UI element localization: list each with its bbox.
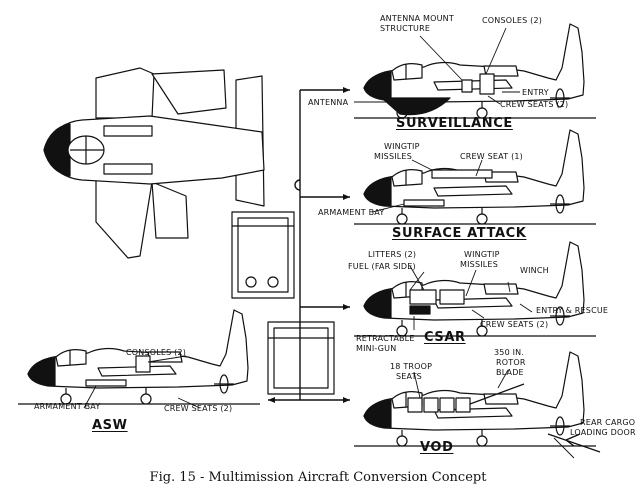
label-wingtip-attack-2: MISSILES [374,152,412,161]
title-asw: ASW [92,418,128,433]
figure-caption: Fig. 15 - Multimission Aircraft Conversi… [149,470,487,485]
label-wingtip-csar-1: WINGTIP [464,250,500,259]
label-armament-bay-attack: ARMAMENT BAY [318,208,385,217]
label-crew-seats-csar: CREW SEATS (2) [480,320,549,329]
aircraft-vod [353,351,600,452]
aircraft-asw [17,309,261,405]
aircraft-surface-attack [353,129,597,225]
title-vod: VOD [420,440,454,455]
label-antenna: ANTENNA [308,98,349,107]
cross-section-module-upper [232,212,294,298]
label-entry-rescue: ENTRY & RESCUE [536,306,609,315]
label-crew-seats-asw: CREW SEATS (2) [164,404,233,413]
label-antenna-mount-2: STRUCTURE [380,24,431,33]
label-consoles-asw: CONSOLES (2) [126,348,187,357]
label-cargo-2: LOADING DOOR [570,428,636,437]
aircraft-surveillance [353,23,597,119]
conversion-arrows [268,87,350,403]
title-csar: CSAR [424,330,466,345]
cross-section-module-lower [268,322,334,394]
label-rotor-1: 350 IN. [494,348,525,357]
title-surveillance: SURVEILLANCE [396,116,513,131]
title-surface-attack: SURFACE ATTACK [392,226,527,241]
label-rotor-3: BLADE [496,368,524,377]
label-troop-1: 18 TROOP [390,362,433,371]
label-fuel: FUEL (FAR SIDE) [348,262,416,271]
label-winch: WINCH [520,266,549,275]
cargo-door-arrow [566,434,580,446]
label-leaders [84,28,574,458]
label-troop-2: SEATS [396,372,422,381]
label-cargo-1: REAR CARGO [580,418,636,427]
label-crew-seats-surveillance: CREW SEATS (2) [500,100,569,109]
aircraft-csar [353,241,597,337]
label-rotor-2: ROTOR [496,358,526,367]
label-wingtip-attack-1: WINGTIP [384,142,420,151]
label-minigun-1: RETRACTABLE [356,334,415,343]
label-wingtip-csar-2: MISSILES [460,260,498,269]
label-antenna-mount-1: ANTENNA MOUNT [380,14,454,23]
label-consoles-surveillance: CONSOLES (2) [482,16,543,25]
label-litters: LITTERS (2) [368,250,417,259]
label-entry: ENTRY [522,88,549,97]
label-armament-bay-asw: ARMAMENT BAY [34,402,101,411]
top-view-aircraft [44,68,264,258]
label-minigun-2: MINI-GUN [356,344,397,353]
label-crew-seat-attack: CREW SEAT (1) [460,152,523,161]
